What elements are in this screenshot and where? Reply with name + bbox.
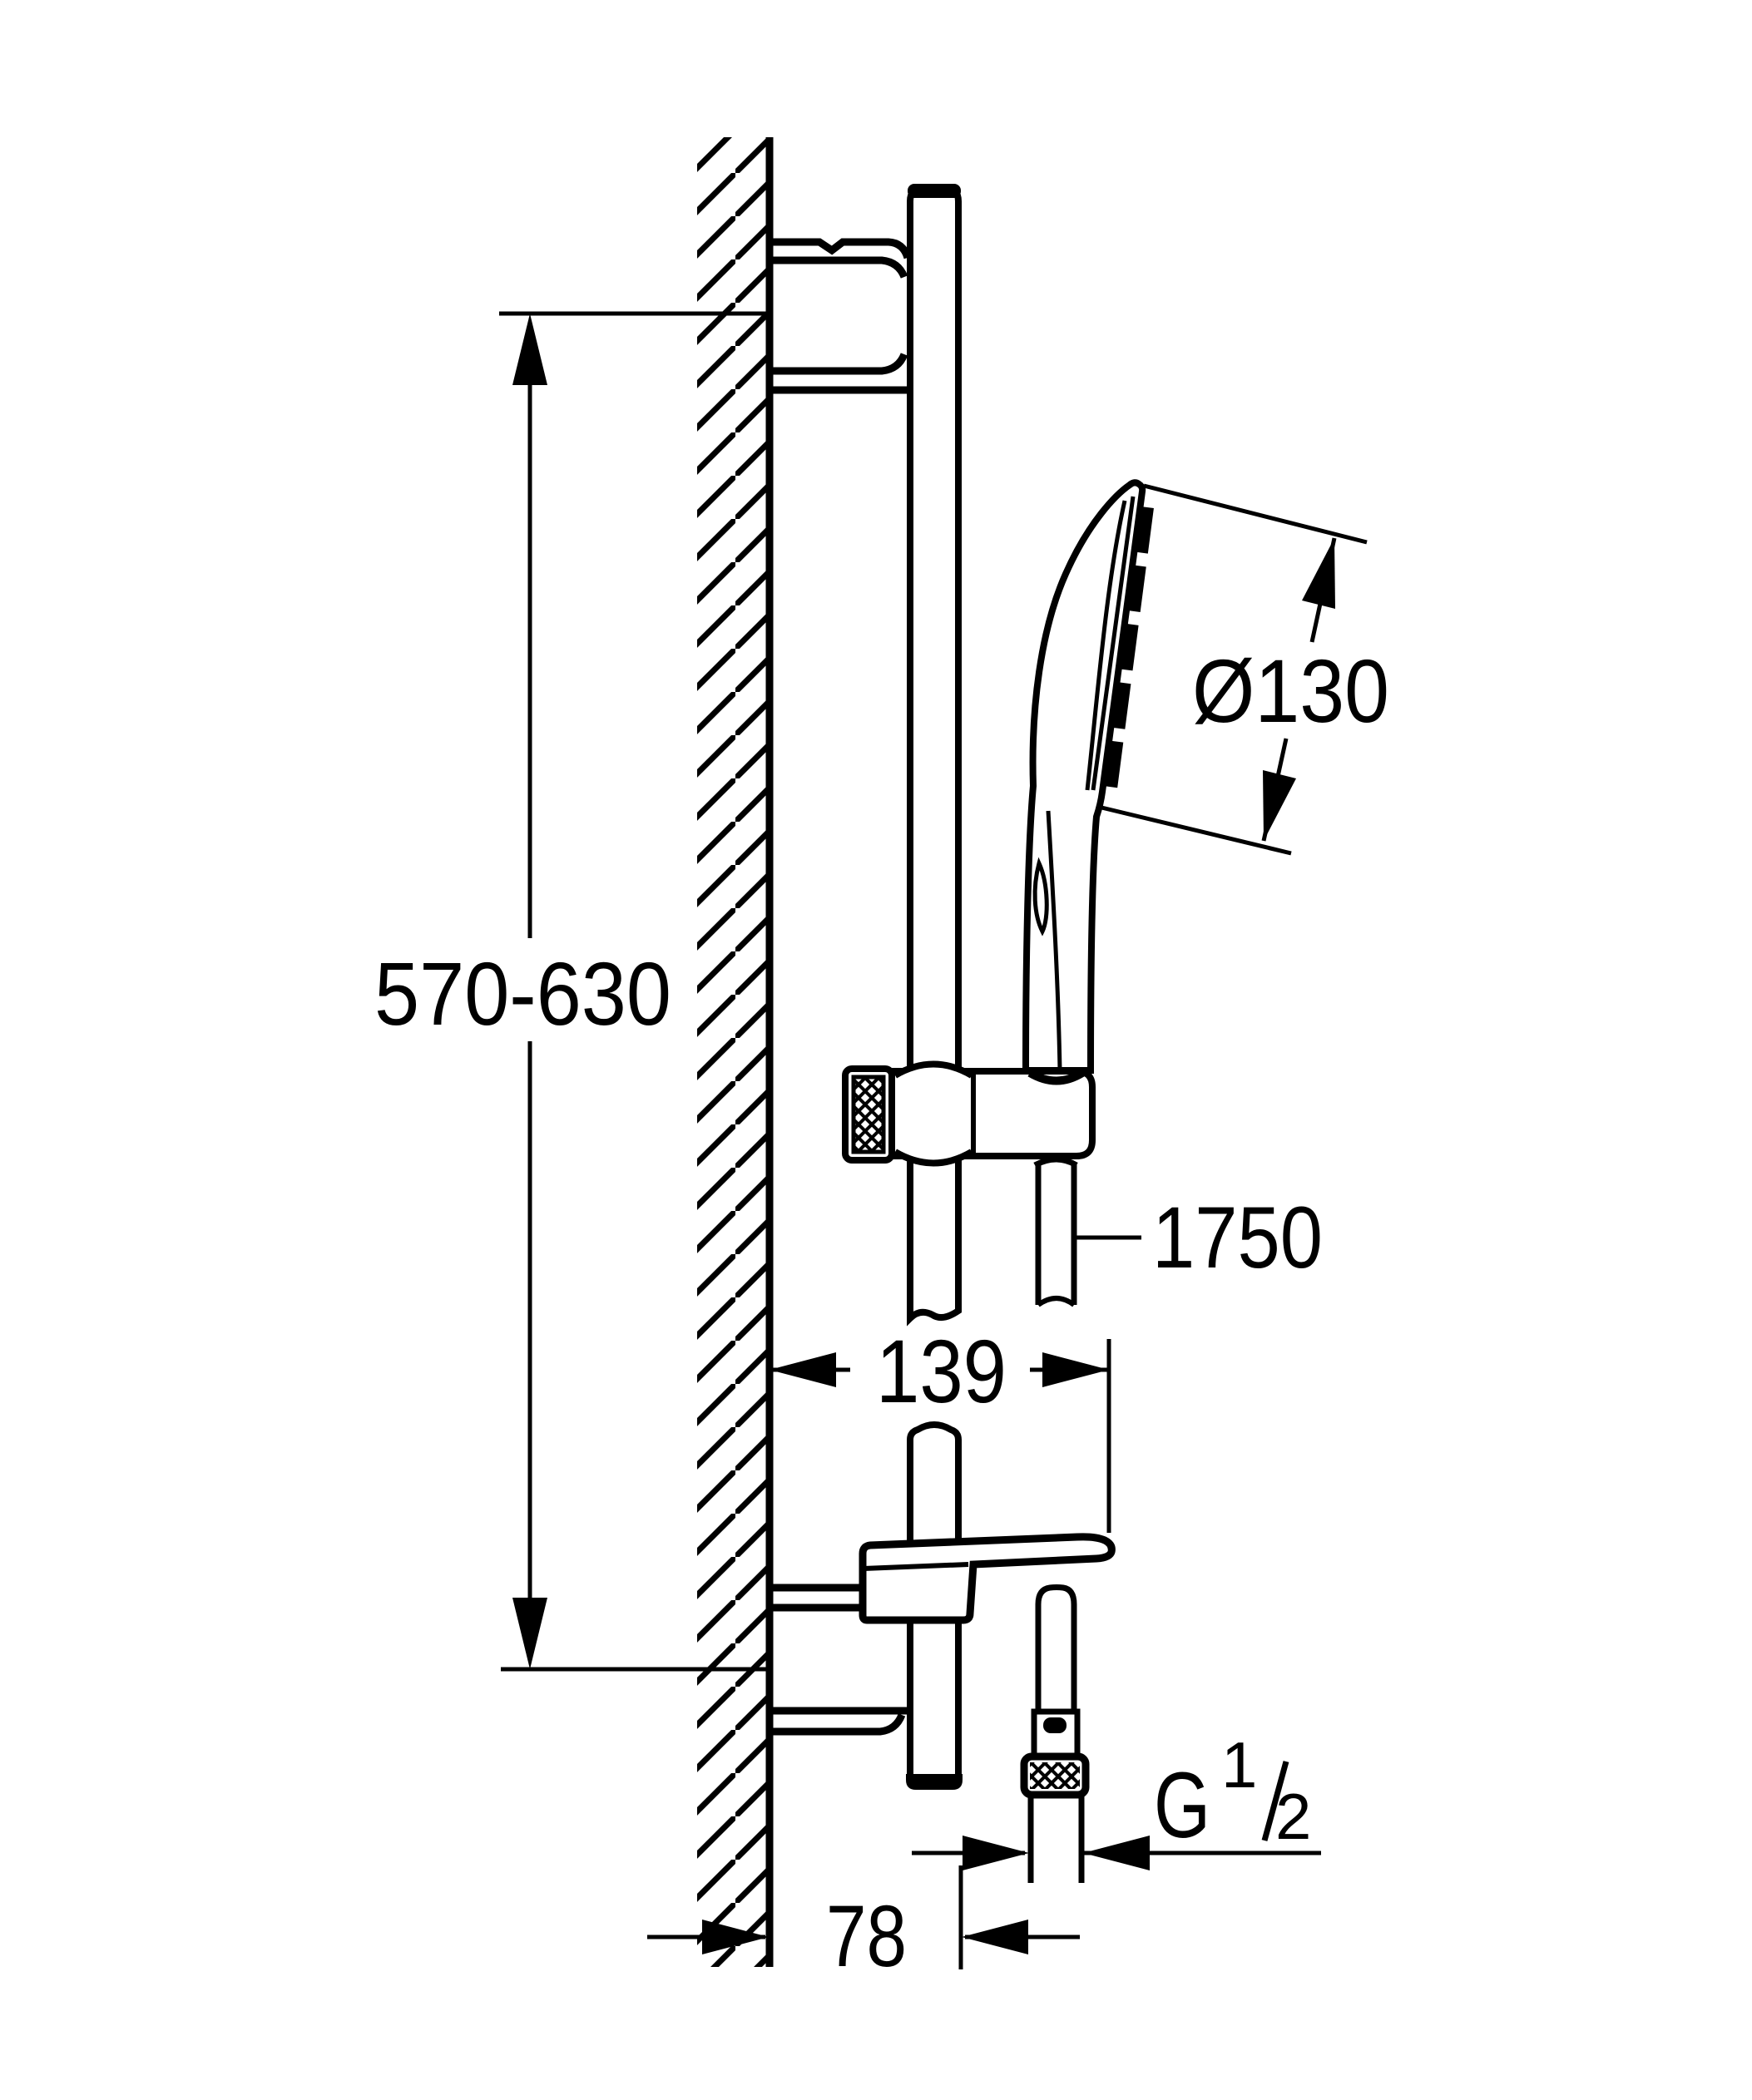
wall-hatch [697,137,768,1967]
rail-top-cap [908,184,961,198]
top-bracket [770,238,912,394]
dim-570-630: 570-630 [374,311,766,1672]
cone-seat [1027,1069,1085,1085]
shower-hose-upper [1033,1156,1078,1307]
holder-knob-knurl [851,1075,886,1154]
bottom-bracket [770,1584,907,1736]
hand-shower [1022,479,1154,1074]
rail-bottom-cap [906,1774,963,1790]
soap-dish [859,1533,1116,1624]
shower-hose-lower [1020,1584,1090,1883]
label-holder-depth: 139 [876,1321,1007,1421]
spray-mode-lever [1032,857,1049,936]
shower-rail-upper [907,184,962,1327]
label-570-630: 570-630 [374,943,671,1044]
dim-head-diameter: Ø130 [1097,483,1389,856]
hose-thread-pipe [1027,1795,1085,1883]
label-hose-length: 1750 [1152,1189,1323,1287]
dim-hose-length: 1750 [1076,1189,1323,1287]
label-thread-letter: G [1154,1753,1210,1857]
wall [697,137,774,1967]
hose-collar-mark [1043,1717,1067,1733]
label-head-diameter: Ø130 [1192,640,1389,741]
label-thread-denominator: 2 [1275,1780,1311,1853]
slider-holder [842,1060,1096,1167]
dim-rail-offset: 78 [647,1865,1080,1985]
dim-thread: G 1 2 [912,1728,1321,1870]
holder-body [888,1068,1096,1159]
thread-fraction-slash [1261,1761,1289,1841]
label-rail-offset: 78 [826,1888,907,1985]
spray-face-nozzles [1104,506,1154,790]
label-thread-numerator: 1 [1221,1728,1257,1801]
dim-holder-depth: 139 [770,1321,1111,1533]
hose-nut-knurl [1030,1762,1080,1789]
